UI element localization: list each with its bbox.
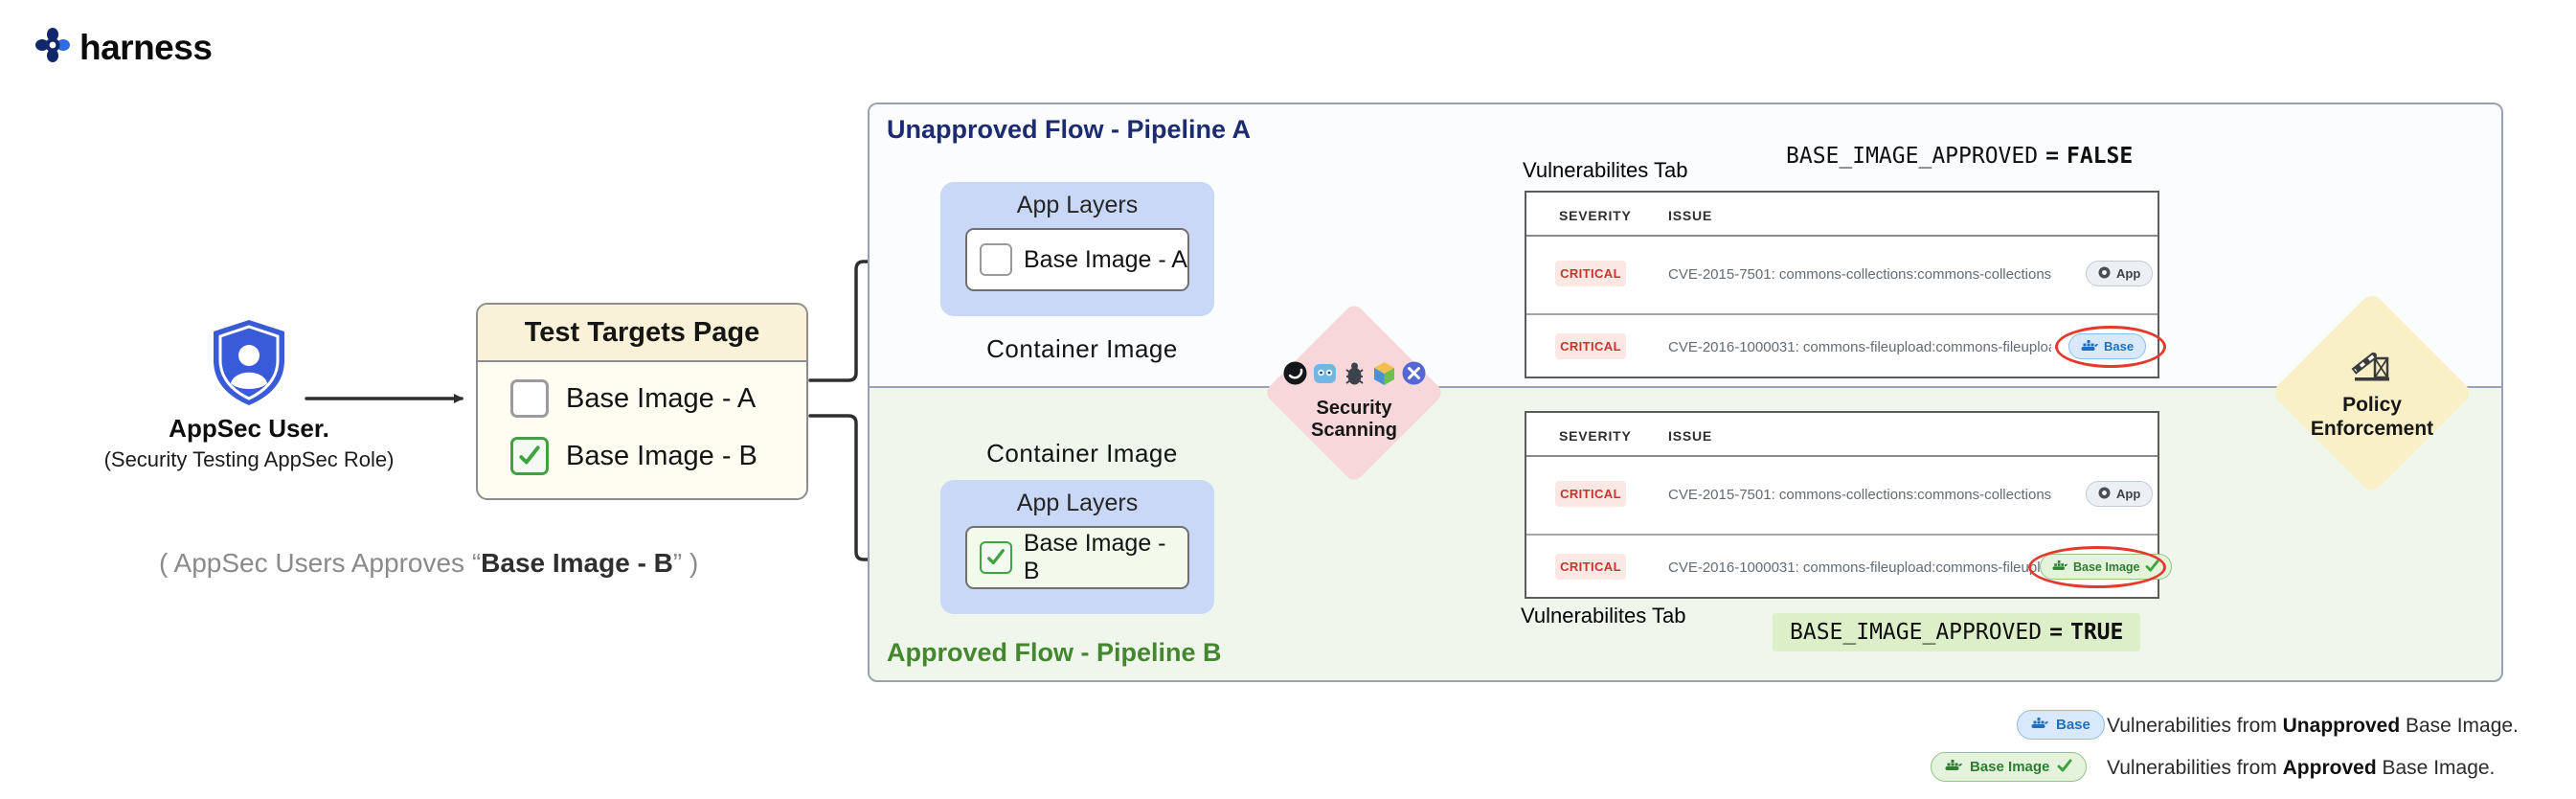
scanner-icons (1282, 360, 1427, 391)
issue-text: CVE-2015-7501: commons-collections:commo… (1668, 266, 2051, 283)
unapproved-flow-title: Unapproved Flow - Pipeline A (887, 115, 1252, 144)
env-name: BASE_IMAGE_APPROVED (1786, 144, 2039, 169)
legend-bold: Approved (2282, 757, 2377, 779)
check-icon (2057, 759, 2072, 776)
severity-badge: CRITICAL (1555, 554, 1626, 580)
scanner-x-icon (1401, 360, 1427, 391)
actor-name: AppSec User. (169, 414, 329, 443)
highlight-circle (2055, 326, 2166, 368)
row-divider (1526, 534, 2158, 536)
env-base-image-approved-true: BASE_IMAGE_APPROVED=TRUE (1773, 613, 2141, 651)
base-image-b-box: Base Image - B (965, 526, 1189, 589)
base-image-a-label: Base Image - A (1024, 245, 1187, 273)
scanner-swirl-icon (1282, 360, 1308, 391)
env-value: FALSE (2066, 144, 2134, 169)
test-targets-page-card: Test Targets Page Base Image - A Base Im… (476, 303, 808, 500)
base-image-b-label: Base Image - B (1023, 530, 1166, 584)
legend-prefix: Vulnerabilities from (2107, 715, 2283, 737)
checkbox-base-image-b[interactable] (510, 437, 549, 475)
approved-flow-title: Approved Flow - Pipeline B (887, 638, 1222, 667)
column-header-issue: ISSUE (1668, 208, 1713, 223)
chip-label: Base (2056, 717, 2090, 733)
gate-barrier-icon (2348, 335, 2396, 388)
policy-enforcement-label: Policy Enforcement (2310, 394, 2434, 441)
approval-caption: ( AppSec Users Approves “Base Image - B”… (159, 548, 698, 579)
severity-badge: CRITICAL (1555, 261, 1626, 286)
app-icon (2098, 487, 2111, 502)
appsec-shield-icon (206, 316, 292, 413)
env-operator: = (2049, 620, 2063, 645)
chip-label: App (2116, 487, 2141, 501)
caption-prefix: ( AppSec Users Approves “ (159, 548, 482, 578)
caption-suffix: ” ) (672, 548, 699, 578)
base-image-a-box: Base Image - A (965, 228, 1189, 291)
legend-base-chip: Base (2017, 710, 2105, 740)
scanner-owl-icon (1312, 360, 1338, 391)
test-target-option-b: Base Image - B (510, 437, 757, 475)
legend-approved-text: Vulnerabilities from Approved Base Image… (2107, 757, 2495, 780)
container-image-label-approved: Container Image (986, 439, 1178, 468)
vulnerabilities-tab-label-bottom: Vulnerabilites Tab (1521, 604, 1686, 628)
column-header-issue: ISSUE (1668, 428, 1713, 444)
severity-badge: CRITICAL (1555, 333, 1626, 359)
legend-suffix: Base Image. (2376, 757, 2496, 779)
env-name: BASE_IMAGE_APPROVED (1790, 620, 2043, 645)
vulnerability-table-bottom: SEVERITY ISSUE CRITICAL CVE-2015-7501: c… (1525, 411, 2173, 599)
actor-role: (Security Testing AppSec Role) (103, 447, 395, 471)
highlight-circle (2028, 546, 2166, 588)
legend-bold: Unapproved (2282, 715, 2401, 737)
app-layers-label: App Layers (1016, 490, 1139, 516)
checkbox-base-image-a[interactable] (510, 379, 549, 418)
brand-logo: harness (34, 27, 213, 68)
caption-highlight: Base Image - B (481, 548, 673, 578)
chip-label: App (2116, 266, 2141, 281)
header-divider (1526, 235, 2158, 237)
security-scanning-content: Security Scanning (1268, 360, 1440, 442)
app-layers-card-approved: App Layers Base Image - B (940, 480, 1214, 614)
vulnerabilities-tab-label-top: Vulnerabilites Tab (1523, 158, 1688, 182)
legend-suffix: Base Image. (2400, 715, 2519, 737)
checkbox-base-image-b-inner (980, 541, 1012, 574)
vulnerability-table-top: SEVERITY ISSUE CRITICAL CVE-2015-7501: c… (1525, 191, 2166, 378)
env-operator: = (2045, 144, 2059, 169)
legend-base-image-chip: Base Image (1931, 752, 2088, 782)
app-icon (2098, 266, 2111, 282)
checkbox-base-image-a-inner (980, 243, 1012, 276)
header-divider (1526, 455, 2158, 457)
row-divider (1526, 313, 2158, 315)
option-label: Base Image - A (566, 382, 757, 414)
option-label: Base Image - B (566, 440, 757, 471)
legend-unapproved-text: Vulnerabilities from Unapproved Base Ima… (2107, 715, 2519, 738)
docker-whale-icon (2031, 717, 2048, 733)
app-chip: App (2086, 261, 2154, 286)
legend-prefix: Vulnerabilities from (2107, 757, 2283, 779)
brand-name: harness (79, 27, 213, 67)
test-target-option-a: Base Image - A (510, 379, 756, 418)
chip-label: Base Image (1970, 759, 2050, 775)
app-layers-label: App Layers (1016, 192, 1139, 218)
app-layers-card-unapproved: App Layers Base Image - A (940, 182, 1214, 316)
docker-whale-icon (1945, 759, 1962, 775)
container-image-label-unapproved: Container Image (986, 334, 1178, 363)
scanner-cube-icon (1371, 360, 1397, 391)
issue-text: CVE-2016-1000031: commons-fileupload:com… (1668, 559, 2051, 576)
scanner-bug-icon (1342, 360, 1367, 391)
column-header-severity: SEVERITY (1559, 208, 1632, 223)
security-scanning-label: Security Scanning (1310, 398, 1397, 441)
policy-enforcement-content: Policy Enforcement (2286, 335, 2458, 441)
env-value: TRUE (2069, 620, 2124, 645)
app-chip: App (2086, 481, 2154, 507)
severity-badge: CRITICAL (1555, 481, 1626, 507)
test-targets-title: Test Targets Page (478, 305, 806, 362)
issue-text: CVE-2015-7501: commons-collections:commo… (1668, 487, 2051, 503)
column-header-severity: SEVERITY (1559, 428, 1632, 444)
issue-text: CVE-2016-1000031: commons-fileupload:com… (1668, 339, 2051, 355)
env-base-image-approved-false: BASE_IMAGE_APPROVED= FALSE (1786, 144, 2133, 169)
harness-logo-icon (34, 27, 71, 68)
